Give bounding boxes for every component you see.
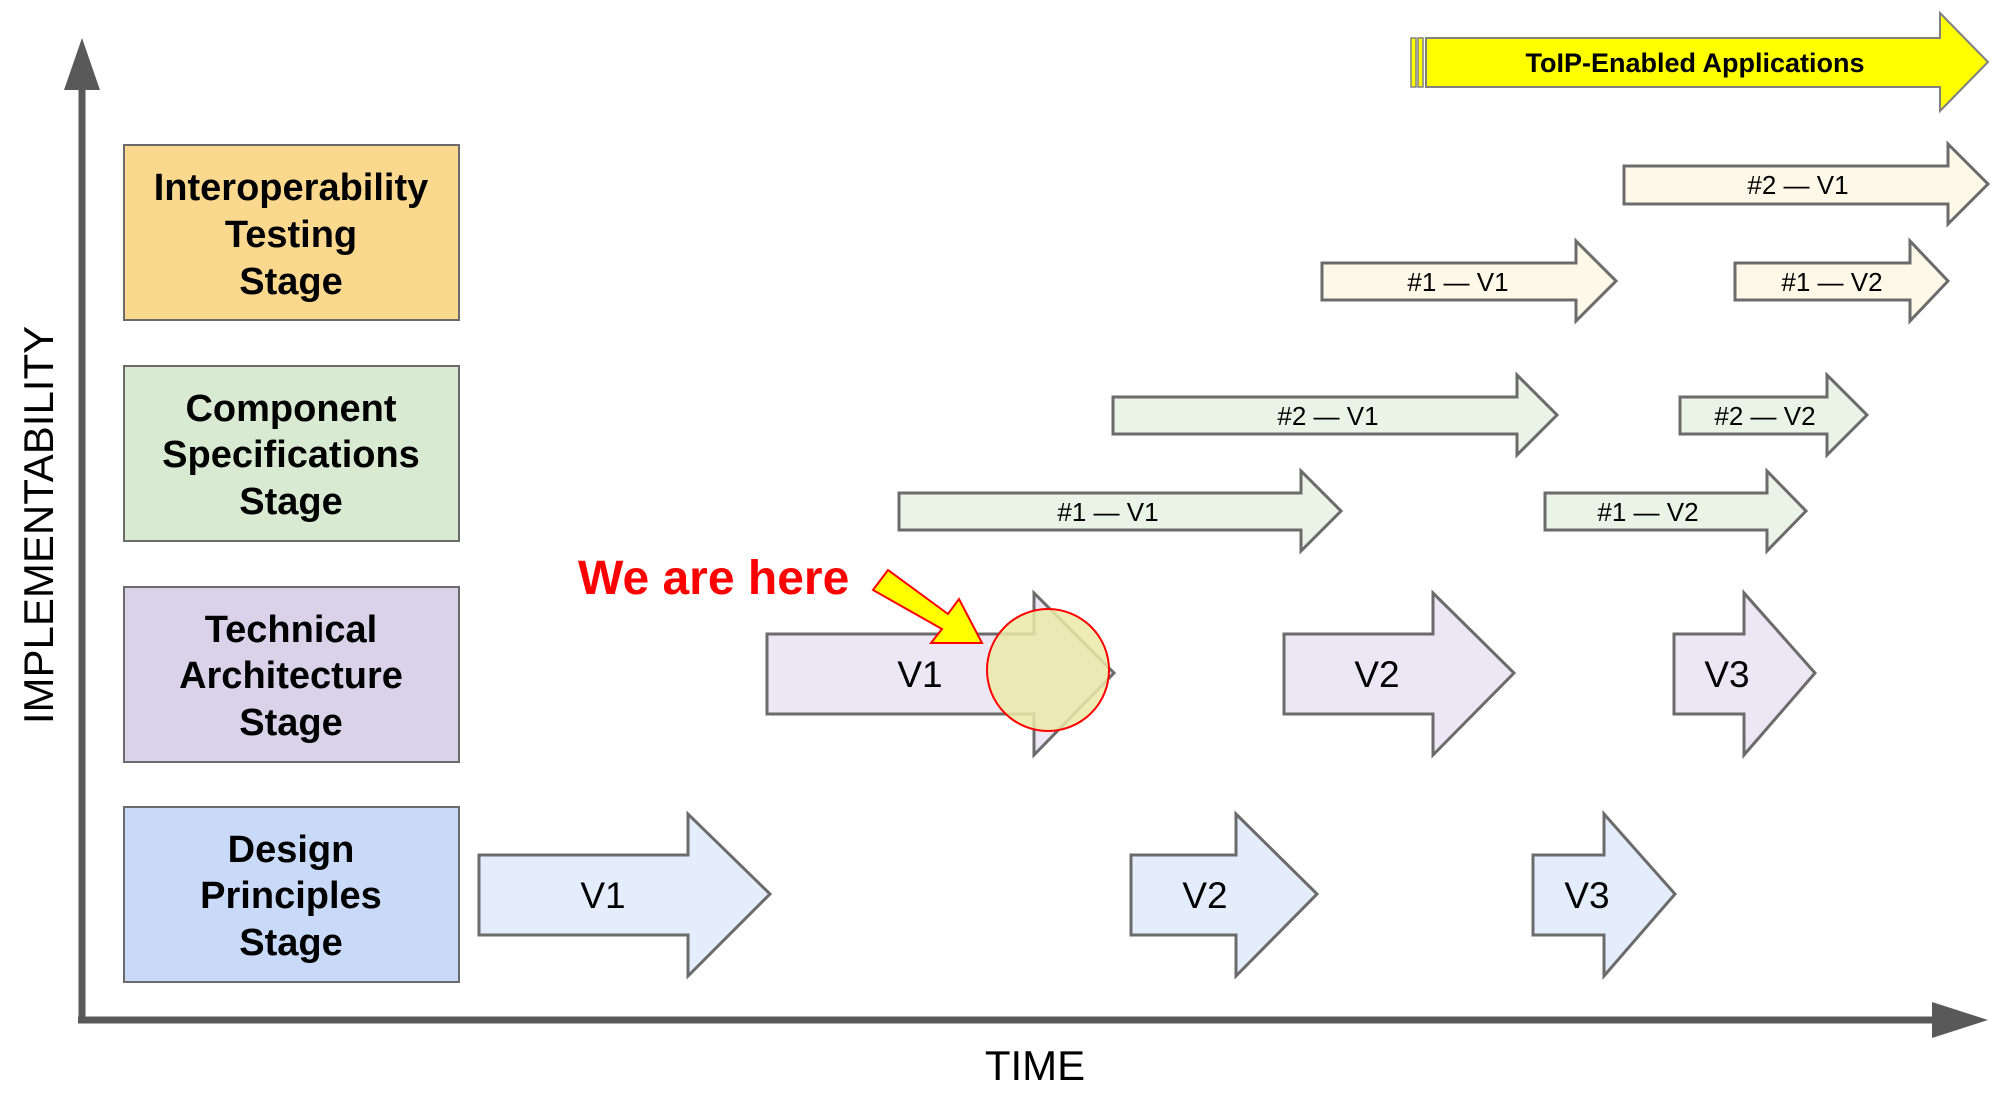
milestone-arrow-label: #2 — V1 xyxy=(1277,401,1378,431)
pointer-arrow-icon xyxy=(871,568,984,644)
stage-label-line: Stage xyxy=(239,922,342,964)
stage-label-line: Technical xyxy=(205,609,377,651)
milestone-arrow-label: #2 — V1 xyxy=(1747,170,1848,200)
milestone-arrow-label: #1 — V1 xyxy=(1407,267,1508,297)
stage-label-line: Stage xyxy=(239,481,342,523)
y-axis-label: IMPLEMENTABILITY xyxy=(15,326,62,724)
callout-label: We are here xyxy=(578,552,849,605)
milestone-arrow xyxy=(1622,140,1991,228)
banner-arrow xyxy=(1425,10,1990,114)
x-axis-label: TIME xyxy=(985,1042,1085,1089)
version-arrow-label: V1 xyxy=(580,875,625,916)
milestone-arrow-label: #1 — V1 xyxy=(1057,497,1158,527)
version-arrow xyxy=(1531,810,1677,981)
version-arrow xyxy=(1282,589,1517,759)
stage-label-line: Testing xyxy=(225,214,357,256)
banner-stripe xyxy=(1417,37,1424,88)
stage-label-line: Design xyxy=(228,829,355,871)
stage-box xyxy=(123,144,460,321)
version-arrow-label: V3 xyxy=(1704,654,1749,695)
stage-box xyxy=(123,365,460,542)
milestone-arrow xyxy=(897,467,1344,555)
banner-stripe xyxy=(1410,37,1417,88)
version-arrow xyxy=(477,810,773,980)
component-arrows: #2 — V1 #2 — V2 #1 — V1 #1 — V2 xyxy=(897,371,1870,555)
technical-arrows: V1 V2 V3 xyxy=(765,589,1817,760)
stage-design-principles: Design Principles Stage xyxy=(123,806,460,983)
stage-label-line: Component xyxy=(185,388,396,430)
milestone-arrow xyxy=(1733,237,1951,325)
version-arrow xyxy=(1129,810,1320,980)
stage-label-line: Stage xyxy=(239,261,342,303)
toip-banner: ToIP-Enabled Applications xyxy=(1410,10,1990,114)
axes: IMPLEMENTABILITY TIME xyxy=(15,38,1988,1089)
stage-box xyxy=(123,806,460,983)
interop-arrows: #2 — V1 #1 — V1 #1 — V2 xyxy=(1320,140,1991,325)
milestone-arrow-label: #2 — V2 xyxy=(1714,401,1815,431)
stage-label-line: Architecture xyxy=(179,655,403,697)
stage-component-specifications: Component Specifications Stage xyxy=(123,365,460,542)
version-arrow-label: V2 xyxy=(1182,875,1227,916)
milestone-arrow xyxy=(1320,237,1619,325)
we-are-here-callout: We are here xyxy=(578,552,1110,732)
milestone-arrow xyxy=(1543,467,1809,555)
stage-label-line: Stage xyxy=(239,702,342,744)
x-axis-arrowhead xyxy=(1932,1002,1988,1038)
stage-label-line: Principles xyxy=(200,875,382,917)
version-arrow-label: V2 xyxy=(1354,654,1399,695)
milestone-arrow-label: #1 — V2 xyxy=(1781,267,1882,297)
stage-interoperability-testing: Interoperability Testing Stage xyxy=(123,144,460,321)
stage-box xyxy=(123,586,460,763)
milestone-arrow xyxy=(1111,371,1560,459)
stage-technical-architecture: Technical Architecture Stage xyxy=(123,586,460,763)
banner-label: ToIP-Enabled Applications xyxy=(1525,48,1864,78)
stage-label-line: Specifications xyxy=(162,434,420,476)
version-arrow-label: V1 xyxy=(897,654,942,695)
version-arrow xyxy=(1672,589,1817,760)
y-axis-arrowhead xyxy=(64,38,100,90)
milestone-arrow xyxy=(1678,371,1870,459)
stage-label-line: Interoperability xyxy=(154,167,429,209)
highlight-circle xyxy=(986,608,1110,732)
version-arrow-label: V3 xyxy=(1564,875,1609,916)
milestone-arrow-label: #1 — V2 xyxy=(1597,497,1698,527)
design-arrows: V1 V2 V3 xyxy=(477,810,1677,981)
